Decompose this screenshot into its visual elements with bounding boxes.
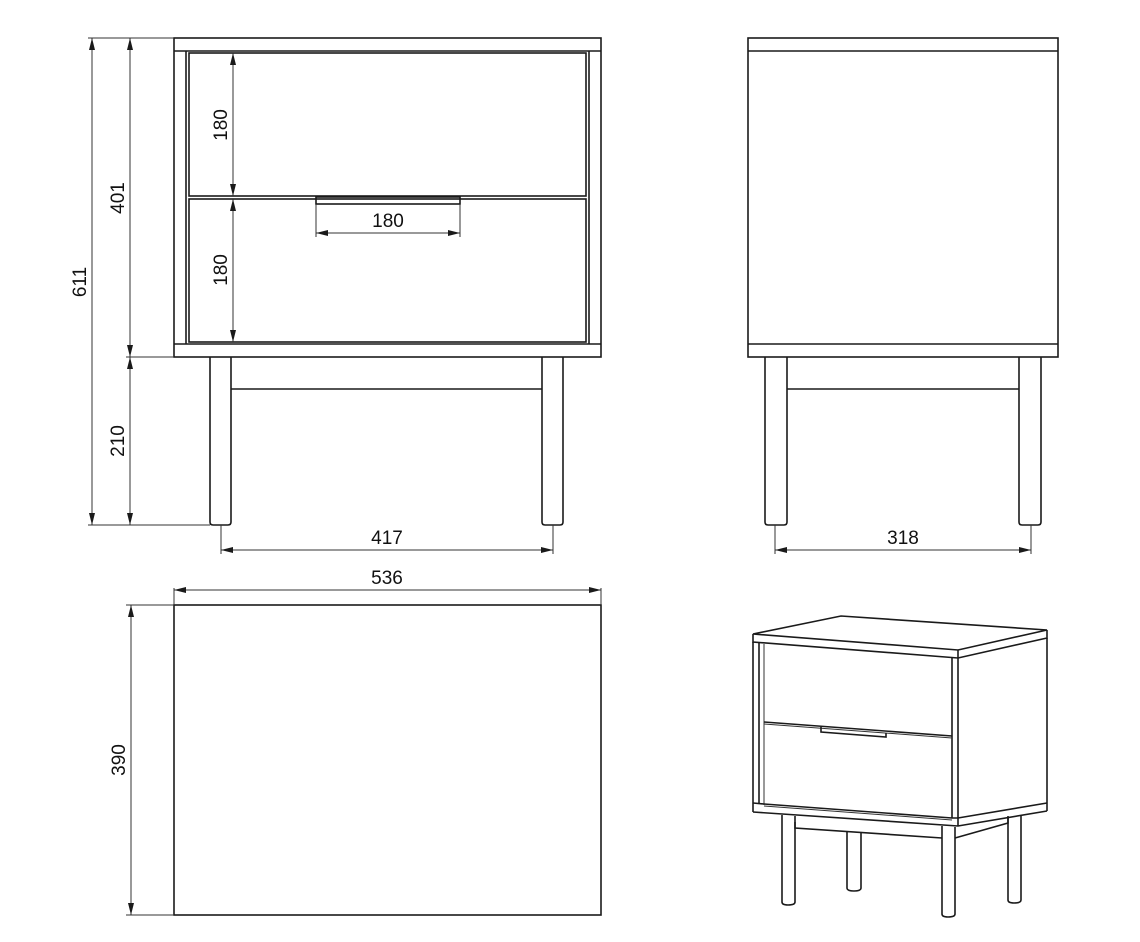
iso-leg-front-left (781, 815, 796, 906)
dim-front-leg-spacing: 417 (371, 528, 403, 549)
side-view: 318 (747, 37, 1059, 554)
iso-leg-front-right (941, 826, 956, 918)
side-leg-right (1018, 357, 1042, 526)
front-leg-right (541, 357, 564, 526)
dim-top-drawer-height: 180 (211, 109, 232, 141)
dim-body-height: 401 (108, 182, 129, 214)
dim-leg-height: 210 (108, 425, 129, 457)
front-leg-left (209, 357, 232, 526)
dim-top-depth: 390 (109, 744, 130, 776)
dim-top-width: 536 (371, 568, 403, 589)
iso-drawer-split (763, 721, 953, 737)
iso-leg-back-left (846, 832, 862, 892)
iso-leg-back-right (1007, 815, 1022, 904)
drawer-handle (315, 196, 461, 205)
iso-drawer-handle (820, 727, 887, 738)
front-view: 611 401 210 180 180 180 417 (70, 37, 602, 554)
dim-overall-height: 611 (70, 267, 91, 297)
side-carcass (747, 37, 1059, 358)
bottom-drawer-front (188, 198, 587, 343)
dim-bottom-drawer-height: 180 (211, 254, 232, 286)
side-leg-left (764, 357, 788, 526)
dim-handle-width: 180 (372, 211, 404, 232)
top-view: 536 390 (109, 568, 602, 916)
top-drawer-front (188, 52, 587, 197)
dim-side-leg-spacing: 318 (887, 528, 919, 549)
top-outline (173, 604, 602, 916)
isometric-view (752, 615, 1048, 918)
front-carcass (173, 37, 602, 358)
